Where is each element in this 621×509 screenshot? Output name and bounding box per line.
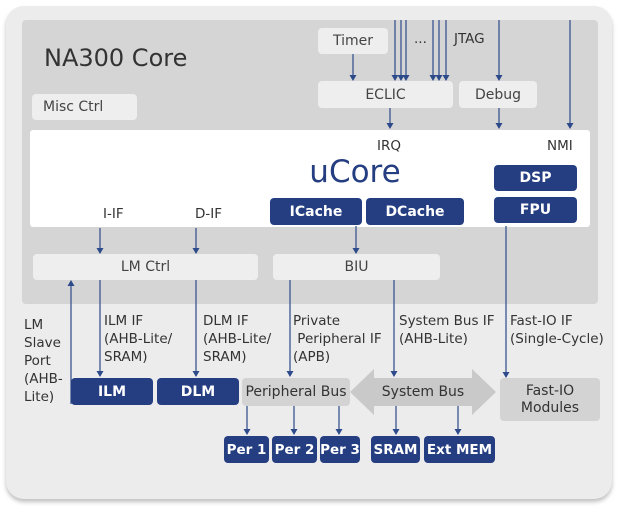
fast-io-if-label: Fast-IO IF (Single-Cycle) — [510, 313, 604, 347]
fast-io-modules-box: Fast-IO Modules — [500, 378, 600, 421]
dlm-if-label: DLM IF (AHB-Lite/ SRAM) — [203, 313, 272, 365]
misc-ctrl-box: Misc Ctrl — [32, 94, 137, 120]
ellipsis-label: ... — [414, 31, 427, 47]
ucore-label: uCore — [309, 154, 401, 190]
icache-box: ICache — [270, 198, 362, 225]
fpu-box: FPU — [494, 197, 577, 223]
lm-ctrl-box: LM Ctrl — [33, 254, 258, 280]
system-bus-if-label: System Bus IF (AHB-Lite) — [399, 313, 495, 347]
system-bus-arrow — [350, 369, 496, 415]
ilm-if-label: ILM IF (AHB-Lite/ SRAM) — [104, 313, 173, 365]
biu-box: BIU — [273, 254, 440, 280]
timer-box: Timer — [318, 28, 388, 54]
eclic-box: ECLIC — [318, 81, 453, 108]
d-if-label: D-IF — [195, 206, 223, 222]
jtag-label: JTAG — [454, 31, 485, 47]
per3-box: Per 3 — [320, 436, 360, 463]
i-if-label: I-IF — [103, 206, 124, 222]
per2-box: Per 2 — [272, 436, 317, 463]
private-peripheral-if-label: Private Peripheral IF (APB) — [293, 313, 382, 365]
nmi-label: NMI — [547, 138, 573, 154]
ilm-box: ILM — [71, 378, 153, 405]
diagram-title: NA300 Core — [44, 44, 188, 72]
lm-slave-port-label: LM Slave Port (AHB- Lite) — [24, 317, 63, 405]
sram-box: SRAM — [371, 436, 420, 463]
irq-label: IRQ — [377, 138, 401, 154]
debug-box: Debug — [459, 81, 537, 108]
ext-mem-box: Ext MEM — [424, 436, 495, 463]
per1-box: Per 1 — [224, 436, 269, 463]
dcache-box: DCache — [366, 198, 464, 225]
peripheral-bus-box: Peripheral Bus — [242, 378, 350, 406]
system-bus-label: System Bus — [381, 384, 465, 400]
dlm-box: DLM — [157, 378, 239, 405]
dsp-box: DSP — [494, 165, 577, 191]
